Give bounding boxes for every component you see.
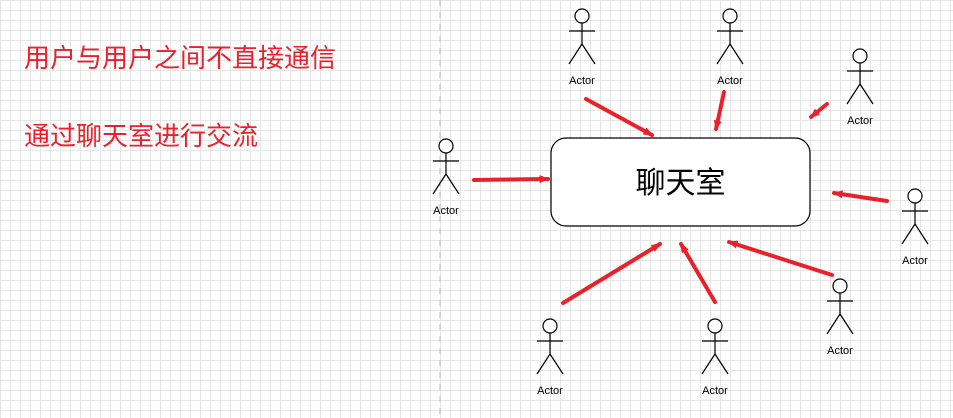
arrow-from-actor-top-1 [584, 97, 654, 137]
actor-head [722, 8, 738, 24]
arrow-from-actor-right [832, 190, 889, 203]
actor-label: Actor [433, 205, 459, 217]
actor-label: Actor [717, 75, 743, 87]
actor-head [574, 8, 590, 24]
chat-room-box[interactable] [550, 137, 811, 227]
actor-leg-right [859, 83, 874, 105]
actor-label: Actor [702, 385, 728, 397]
actor-head [852, 48, 868, 64]
arrows [472, 90, 889, 305]
actor-leg-right [914, 223, 929, 245]
actor-leg-left [701, 353, 716, 375]
chat-room[interactable]: 聊天室 [550, 137, 811, 227]
arrow-from-actor-bottom-right [727, 240, 834, 277]
actor-bottom-1[interactable]: Actor [536, 318, 564, 397]
actor-head [907, 188, 923, 204]
actor-leg-right [549, 353, 564, 375]
actor-label: Actor [827, 345, 853, 357]
actor-label: Actor [569, 75, 595, 87]
actor-leg-left [901, 223, 916, 245]
actor-leg-left [826, 313, 841, 335]
actor-label: Actor [537, 385, 563, 397]
actor-leg-left [536, 353, 551, 375]
actor-leg-left [846, 83, 861, 105]
actor-label: Actor [902, 255, 928, 267]
note-line-1: 用户与用户之间不直接通信 [24, 44, 337, 74]
actor-top-2[interactable]: Actor [716, 8, 744, 87]
actor-label: Actor [847, 115, 873, 127]
actor-top-right[interactable]: Actor [846, 48, 874, 127]
note-line-2: 通过聊天室进行交流 [24, 122, 259, 152]
arrow-from-actor-bottom-1 [561, 242, 662, 305]
actor-leg-right [729, 43, 744, 65]
actor-leg-right [445, 173, 460, 195]
chat-room-label: 聊天室 [636, 166, 726, 201]
actor-top-1[interactable]: Actor [568, 8, 596, 87]
actor-bottom-right[interactable]: Actor [826, 278, 854, 357]
actor-head [707, 318, 723, 334]
actor-right[interactable]: Actor [901, 188, 929, 267]
arrow-from-actor-top-right [809, 102, 829, 119]
arrow-from-actor-top-2 [713, 90, 726, 131]
actor-leg-right [581, 43, 596, 65]
actor-bottom-2[interactable]: Actor [701, 318, 729, 397]
actor-leg-left [716, 43, 731, 65]
arrow-from-actor-bottom-2 [679, 242, 717, 304]
actor-leg-left [568, 43, 583, 65]
actor-head [542, 318, 558, 334]
actor-left[interactable]: Actor [432, 138, 460, 217]
actor-leg-right [714, 353, 729, 375]
actor-head [832, 278, 848, 294]
actor-leg-right [839, 313, 854, 335]
actor-head [438, 138, 454, 154]
actor-leg-left [432, 173, 447, 195]
arrow-from-actor-left [472, 175, 550, 184]
